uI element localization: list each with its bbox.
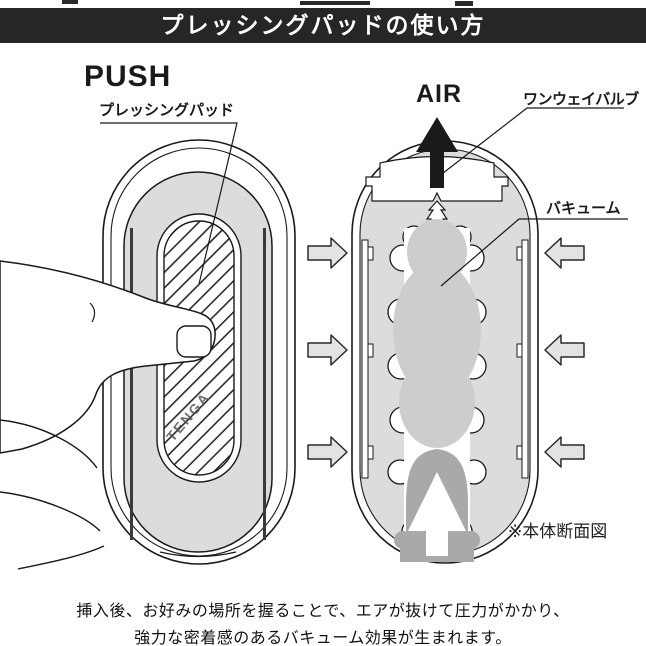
air-up-arrow-icon [416,117,458,188]
vacuum-leader-line [440,218,628,287]
push-label: PUSH [84,60,172,93]
caption-line-1: 挿入後、お好みの場所を握ることで、エアが抜けて圧力がかかり、 [76,603,570,620]
device-cross-section [307,107,628,564]
pressing-pad-label: プレッシングパッド [99,102,235,119]
cropped-artifact [62,0,78,4]
inward-pressure-arrow-icon [307,237,585,468]
air-label: AIR [416,80,463,108]
hand-pressing-icon [0,260,216,570]
fingernail [176,325,212,358]
caption-line-2: 強力な密着感のあるバキューム効果が生まれます。 [134,630,512,646]
pad-leader-line [100,122,238,285]
vacuum-label: バキューム [546,200,621,217]
insert-shape [394,449,480,562]
insert-up-arrow-icon [408,472,466,556]
valve-leader-line [437,107,624,178]
cropped-artifact [300,1,370,5]
vacuum-chamber [393,219,481,448]
title-banner: プレッシングパッドの使い方 [0,8,646,43]
cross-section-note: ※本体断面図 [508,522,608,541]
cropped-artifact [455,1,473,6]
one-way-valve-label: ワンウェイバルブ [523,91,639,108]
side-film-slits [361,239,529,479]
